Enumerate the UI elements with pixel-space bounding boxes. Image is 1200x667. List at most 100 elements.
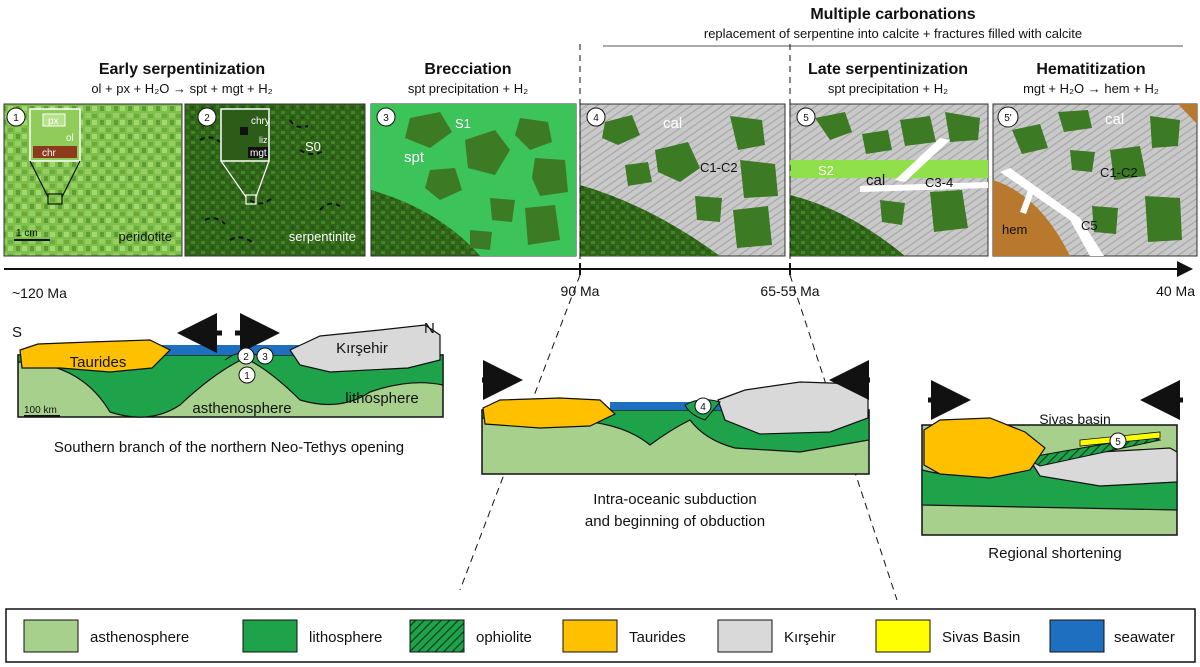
hematite-zone: [993, 180, 1070, 256]
badge-5b-label: 5': [1004, 113, 1012, 124]
panel-3-brecciation: S1 spt 3: [370, 103, 577, 257]
section-shortening: Sivas basin 5 Regional shortening: [921, 380, 1183, 562]
caption-section-2-line2: and beginning of obduction: [585, 513, 765, 530]
north-label: N: [424, 320, 435, 337]
legend-label-ophiolite: ophiolite: [476, 629, 532, 646]
tick-120ma: ~120 Ma: [12, 285, 67, 301]
legend-label-lithosphere: lithosphere: [309, 629, 382, 646]
marker-5-label: 5: [1115, 437, 1121, 448]
scale-label-1cm: 1 cm: [16, 228, 38, 239]
legend-box: [5, 608, 1196, 663]
s2-label: S2: [818, 163, 834, 178]
cal-label-5: cal: [866, 172, 885, 189]
magnetite-grain: [248, 147, 268, 158]
taurides-block-2: [482, 397, 617, 429]
section-opening: S N Taurides Kırşehir asthenosphere lith…: [12, 313, 444, 456]
section-subduction: 4 Intra-oceanic subduction and beginning…: [481, 360, 870, 530]
legend-swatch-lithosphere: [242, 619, 298, 653]
stage-brecciation-reaction: spt precipitation + H₂: [408, 81, 528, 96]
peridotite-label: peridotite: [119, 229, 172, 244]
caption-section-1: Southern branch of the northern Neo-Teth…: [54, 439, 404, 456]
caption-section-2-line1: Intra-oceanic subduction: [593, 491, 756, 508]
sivas-basin-label: Sivas basin: [1039, 411, 1111, 427]
stage-hematitization-reaction: mgt + H₂O → hem + H₂: [1023, 81, 1159, 96]
marker-2-label: 2: [243, 352, 249, 363]
badge-4-label: 4: [593, 113, 599, 124]
stage-early-title: Early serpentinization: [99, 61, 265, 78]
legend: asthenosphere lithosphere ophiolite Taur…: [5, 608, 1196, 663]
taurides-label-1: Taurides: [70, 354, 127, 371]
c34-label: C3-4: [925, 175, 953, 190]
marker-1: [238, 366, 256, 384]
legend-label-asthenosphere: asthenosphere: [90, 629, 189, 646]
caption-section-3: Regional shortening: [988, 545, 1121, 562]
cal-label-4: cal: [663, 115, 682, 132]
hem-label: hem: [1002, 222, 1027, 237]
marker-1-label: 1: [244, 371, 250, 382]
stage-late-reaction: spt precipitation + H₂: [828, 81, 948, 96]
c1c2-label-4: C1-C2: [700, 160, 738, 175]
multiple-carbonations-subtitle: replacement of serpentine into calcite +…: [704, 26, 1082, 41]
cal-label-5b: cal: [1105, 111, 1124, 128]
badge-5: [796, 107, 816, 127]
c1c2-label-5b: C1-C2: [1100, 165, 1138, 180]
s1-label: S1: [455, 116, 471, 131]
legend-label-sivas-basin: Sivas Basin: [942, 629, 1020, 646]
scale-label-100km: 100 km: [24, 405, 57, 416]
south-label: S: [12, 324, 22, 341]
mgt-label: mgt: [250, 148, 267, 159]
asthenosphere-label-1: asthenosphere: [192, 400, 291, 417]
stage-late-title: Late serpentinization: [808, 61, 968, 78]
marker-4-label: 4: [700, 402, 706, 413]
lithosphere-label-1: lithosphere: [345, 390, 418, 407]
badge-1-label: 1: [13, 113, 19, 124]
pyroxene-grain: [42, 113, 66, 127]
c5-label: C5: [1081, 218, 1098, 233]
chr-label: chr: [42, 148, 57, 159]
s2-vein: [790, 160, 988, 178]
s0-label: S0: [305, 139, 321, 154]
legend-swatch-kirsehir: [717, 619, 773, 653]
legend-label-seawater: seawater: [1114, 629, 1175, 646]
legend-swatch-asthenosphere: [23, 619, 79, 653]
ol-label: ol: [66, 133, 74, 144]
tick-90ma: 90 Ma: [561, 283, 600, 299]
chry-label: chry: [251, 116, 270, 127]
panel-5-late-serpentinization: S2 cal C3-4 5: [789, 103, 989, 257]
serpentinite-label: serpentinite: [289, 229, 356, 244]
legend-swatch-ophiolite: [409, 619, 465, 653]
panel-4-carbonation: cal C1-C2 4: [579, 103, 786, 257]
badge-2-label: 2: [204, 113, 210, 124]
legend-label-kirsehir: Kırşehir: [784, 629, 836, 646]
panel-2-serpentinite: chry liz mgt S0 serpentinite 2: [184, 103, 366, 257]
panel-5b-hematitization: cal C1-C2 hem C5 5': [992, 103, 1198, 257]
marker-4: [694, 397, 712, 415]
marker-5: [1109, 432, 1127, 450]
badge-1: [6, 107, 26, 127]
marker-3-label: 3: [262, 352, 268, 363]
badge-3-label: 3: [383, 113, 389, 124]
badge-5b: [997, 106, 1019, 128]
badge-5-label: 5: [803, 113, 809, 124]
chromite-grain: [33, 146, 77, 158]
panel-1-peridotite: px ol chr 1 cm peridotite 1: [3, 103, 183, 257]
tick-40ma: 40 Ma: [1156, 283, 1195, 299]
badge-3: [376, 107, 396, 127]
badge-2: [197, 107, 217, 127]
stage-brecciation-title: Brecciation: [424, 61, 511, 78]
kirsehir-label-1: Kırşehir: [336, 340, 388, 357]
c5-fracture: [1000, 168, 1104, 256]
marker-3: [256, 347, 274, 365]
liz-label: liz: [259, 135, 268, 145]
px-label: px: [48, 116, 59, 127]
marker-2: [237, 347, 255, 365]
legend-label-taurides: Taurides: [629, 629, 686, 646]
legend-swatch-taurides: [562, 619, 618, 653]
legend-swatch-seawater: [1049, 619, 1105, 653]
kirsehir-block-2: [717, 381, 869, 435]
badge-4: [586, 107, 606, 127]
spt-label: spt: [404, 149, 425, 166]
stage-early-reaction: ol + px + H₂O → spt + mgt + H₂: [91, 81, 272, 96]
taurides-block-1: [19, 339, 172, 373]
